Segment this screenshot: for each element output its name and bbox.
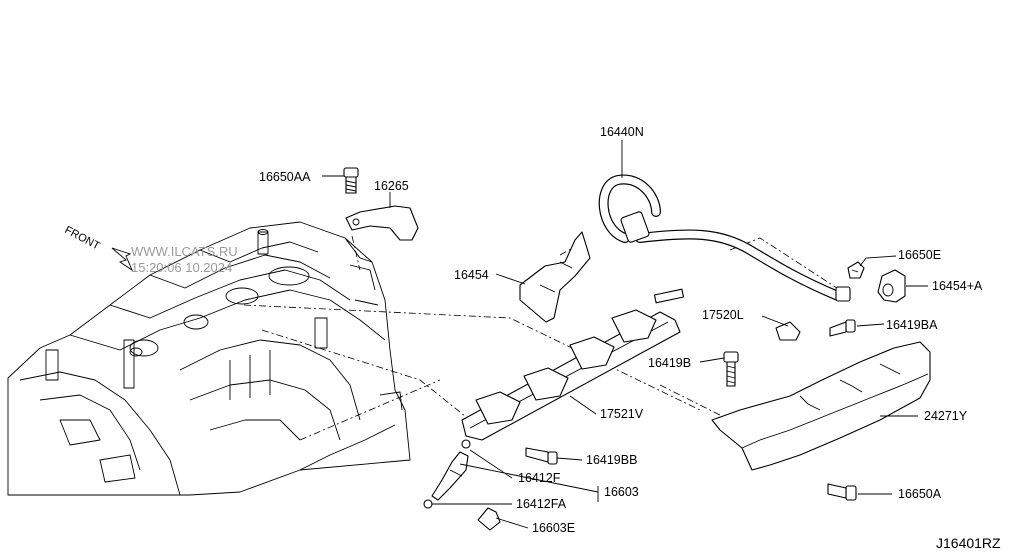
watermark-line1: WWW.ILCATS.RU: [131, 244, 238, 259]
front-label: FRONT: [63, 224, 102, 253]
label-16650A[interactable]: 16650A: [898, 487, 942, 501]
drawing-code: J16401RZ: [936, 535, 1001, 551]
label-16419B[interactable]: 16419B: [648, 356, 691, 370]
fuel-hose-16440N[interactable]: [598, 174, 851, 302]
label-16412FA[interactable]: 16412FA: [516, 497, 567, 511]
o-ring-16412F[interactable]: [461, 439, 471, 449]
front-direction-indicator: FRONT: [63, 224, 134, 272]
label-16454[interactable]: 16454: [454, 268, 489, 282]
bolt-16650AA[interactable]: [343, 167, 359, 194]
bolt-16650A[interactable]: [827, 483, 857, 501]
bracket-16265[interactable]: [345, 205, 419, 241]
label-16603E[interactable]: 16603E: [532, 521, 575, 535]
label-16440N[interactable]: 16440N: [600, 125, 644, 139]
heat-shield-24271Y[interactable]: [711, 341, 931, 471]
bracket-16454[interactable]: [519, 231, 591, 323]
label-16454+A[interactable]: 16454+A: [932, 279, 983, 293]
label-16650E[interactable]: 16650E: [898, 248, 941, 262]
label-16603[interactable]: 16603: [604, 485, 639, 499]
label-16265[interactable]: 16265: [374, 179, 409, 193]
watermark-line2: 15:20:06 10.2024: [131, 260, 232, 275]
clip-16603E[interactable]: [477, 507, 501, 531]
o-ring-16412FA[interactable]: [423, 499, 433, 509]
bolt-16419BB[interactable]: [525, 447, 558, 465]
label-17521V[interactable]: 17521V: [600, 407, 644, 421]
label-16419BA[interactable]: 16419BA: [886, 318, 938, 332]
label-24271Y[interactable]: 24271Y: [924, 409, 968, 423]
bolt-16419B[interactable]: [723, 351, 739, 387]
part-labels: 16440N 16650AA 16265 16454 16650E 16454+…: [259, 125, 983, 535]
label-16650AA[interactable]: 16650AA: [259, 170, 311, 184]
clamp-16454+A[interactable]: [877, 269, 906, 303]
label-16419BB[interactable]: 16419BB: [586, 453, 637, 467]
fuel-rail-17521V[interactable]: [461, 288, 685, 441]
engine-block-illustration: [7, 221, 411, 496]
label-17520L[interactable]: 17520L: [702, 308, 744, 322]
leader-lines: [322, 140, 928, 529]
bolt-16419BA[interactable]: [829, 319, 856, 337]
front-arrow-icon: [111, 247, 134, 272]
label-16412F[interactable]: 16412F: [518, 471, 561, 485]
injector-16603[interactable]: [431, 451, 469, 501]
clip-17520L[interactable]: [775, 321, 801, 341]
